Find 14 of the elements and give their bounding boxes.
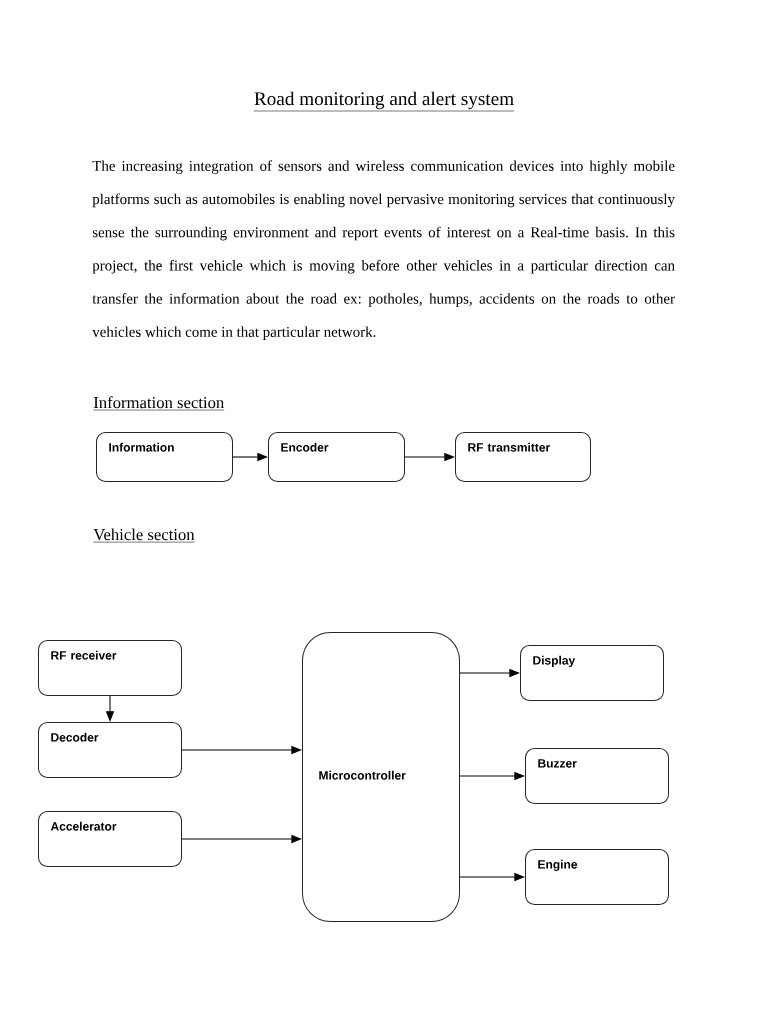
process-box: Encoder (268, 432, 405, 482)
process-box: Display (520, 645, 664, 701)
process-box: RF receiver (38, 640, 182, 696)
paragraph: The increasing integration of sensors and wireless communication devices into highly mobile platforms such as automobiles is enabling novel pervasive monitoring services that continuously sense the surrounding environment and report events of interest on a Real-time basis. In this project, the first vehicle which is moving before other vehicles in a particular direction can transfer the information about the road ex: potholes, humps, accidents on the roads to other vehicles which come in that particular network. (92, 160, 675, 340)
process-box: Buzzer (525, 748, 669, 804)
process-box: Microcontroller (302, 632, 460, 922)
process-box: RF transmitter (455, 432, 591, 482)
section-heading: Information section (93, 396, 225, 411)
process-box: Engine (525, 849, 669, 905)
process-box: Information (96, 432, 233, 482)
process-box: Decoder (38, 722, 182, 778)
process-box: Accelerator (38, 811, 182, 867)
title: Road monitoring and alert system (253, 91, 515, 112)
section-heading: Vehicle section (93, 528, 195, 543)
